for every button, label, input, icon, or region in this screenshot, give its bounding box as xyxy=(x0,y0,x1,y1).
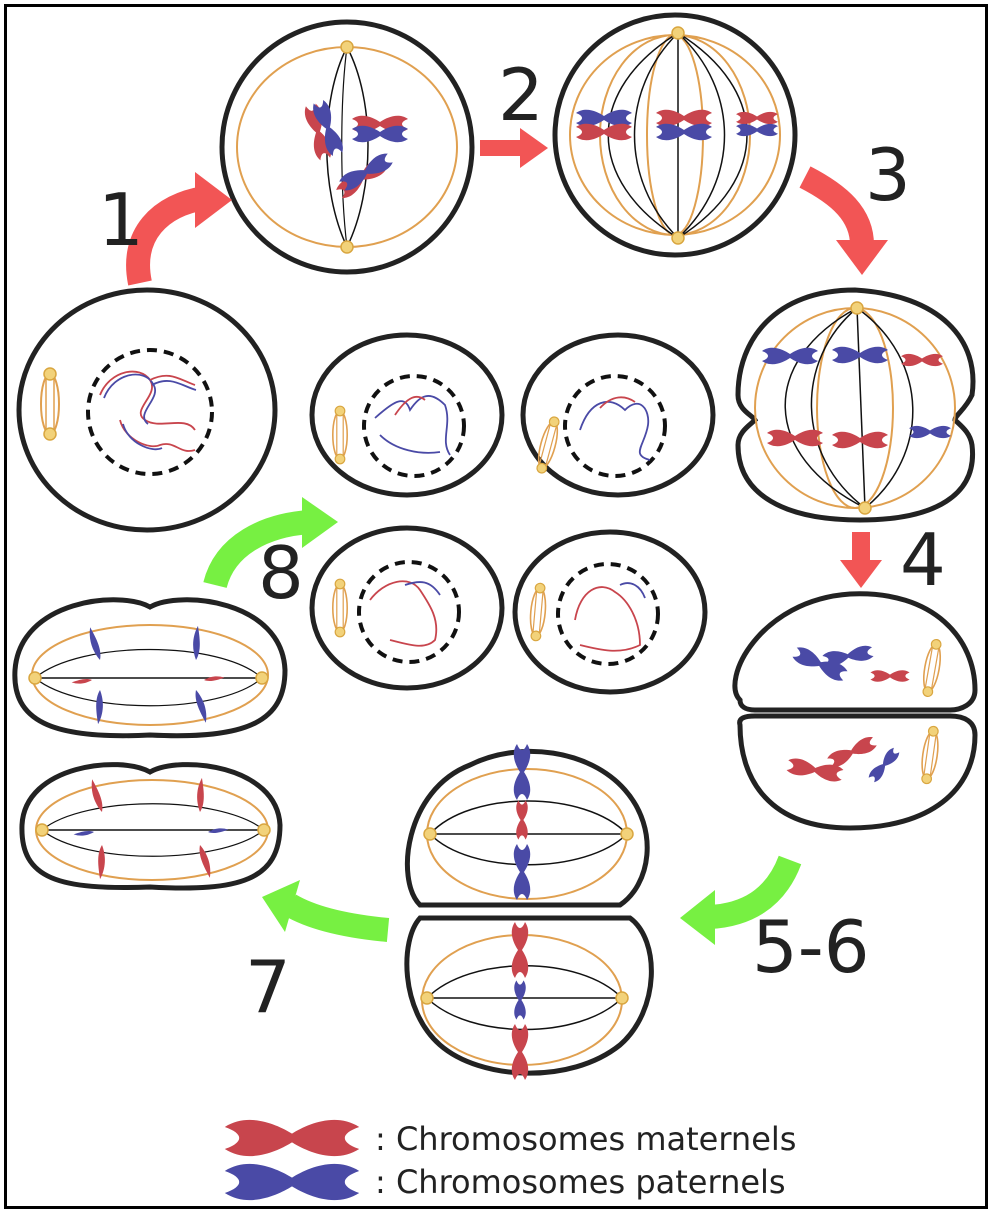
cell-anaphase-1 xyxy=(735,287,976,523)
step-label-3: 3 xyxy=(865,133,911,217)
centrosome xyxy=(28,671,42,685)
arrow-step-5-6 xyxy=(680,855,802,945)
legend-paternal-swatch xyxy=(224,1163,360,1201)
haploid-cell-2 xyxy=(520,332,716,498)
arrow-step-2 xyxy=(480,128,548,168)
step-label-7: 7 xyxy=(245,945,291,1029)
haploid-cell-3 xyxy=(309,525,505,691)
centrosome xyxy=(35,823,49,837)
cell-telophase-1-top xyxy=(732,591,978,713)
centrosome xyxy=(420,991,434,1005)
legend-maternal-label: : Chromosomes maternels xyxy=(375,1120,796,1158)
centrosome xyxy=(257,823,271,837)
arrow-step-3 xyxy=(799,166,888,275)
step-label-1: 1 xyxy=(98,178,144,262)
centrosome xyxy=(340,240,354,254)
diagram-frame xyxy=(4,4,988,1209)
cell-metaphase-2-bottom xyxy=(404,915,654,1080)
cell-metaphase-1 xyxy=(552,12,798,258)
cell-anaphase-2-top xyxy=(12,597,288,739)
arrow-step-4 xyxy=(840,532,882,588)
legend-maternal-swatch xyxy=(224,1119,360,1157)
legend: : Chromosomes maternels : Chromosomes pa… xyxy=(224,1119,796,1201)
step-label-5-6: 5-6 xyxy=(752,905,870,989)
cell-telophase-1-bottom xyxy=(737,713,978,831)
centrosome xyxy=(858,501,872,515)
arrow-step-1 xyxy=(126,172,232,286)
centrosome xyxy=(850,301,864,315)
centrosome xyxy=(255,671,269,685)
arrow-step-8 xyxy=(203,497,338,589)
cell-prophase xyxy=(16,287,278,533)
centrosome xyxy=(423,827,437,841)
haploid-cell-1 xyxy=(309,332,505,498)
step-label-8: 8 xyxy=(258,531,304,615)
centrosome xyxy=(671,26,685,40)
centrosome xyxy=(671,231,685,245)
chromatin-threads xyxy=(99,370,197,452)
legend-paternal-label: : Chromosomes paternels xyxy=(375,1163,786,1201)
arrow-step-7 xyxy=(262,880,390,942)
centrosome xyxy=(340,40,354,54)
cell-prometaphase-1 xyxy=(219,19,475,275)
cell-anaphase-2-bottom xyxy=(19,762,283,891)
cell-metaphase-2-top xyxy=(405,744,650,908)
centrosome xyxy=(620,827,634,841)
haploid-cell-4 xyxy=(512,529,708,695)
centrosome xyxy=(615,991,629,1005)
step-label-4: 4 xyxy=(900,518,946,602)
step-label-2: 2 xyxy=(498,53,544,137)
